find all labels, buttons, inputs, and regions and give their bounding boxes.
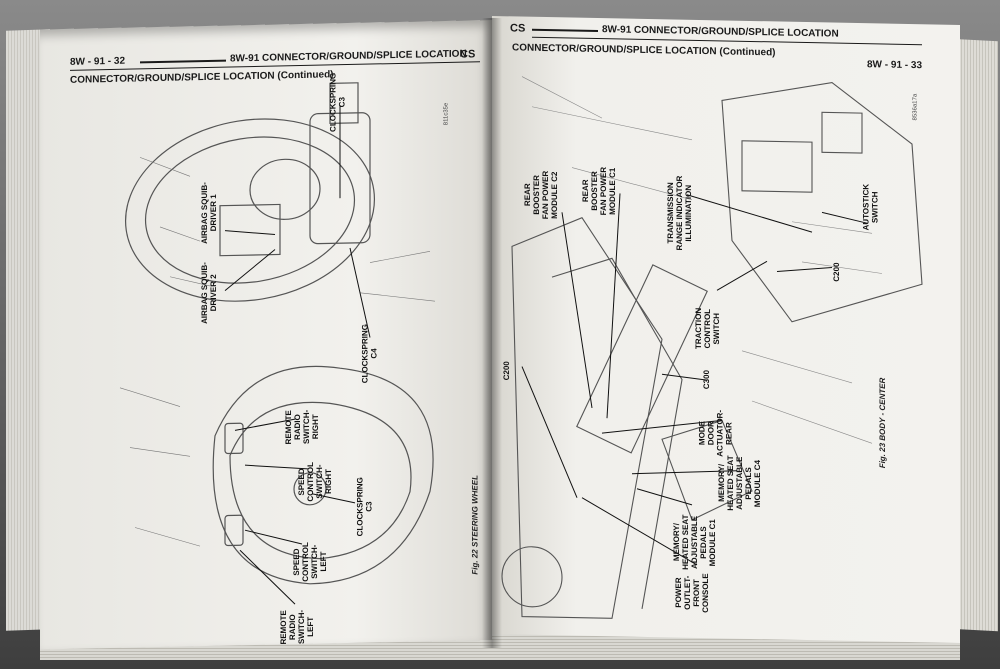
- right-page: CS 8W-91 CONNECTOR/GROUND/SPLICE LOCATIO…: [492, 16, 960, 643]
- left-figure-caption: Fig. 22 STEERING WHEEL: [470, 474, 480, 575]
- left-figure-tag: 811c35e: [443, 102, 450, 126]
- callout-airbag-squib-driver-1: AIRBAG SQUIB-DRIVER 1: [199, 182, 218, 245]
- callout-c200: C200: [832, 262, 842, 282]
- right-figure-caption: Fig. 23 BODY - CENTER: [877, 377, 887, 469]
- body-center-drawing: [501, 76, 923, 619]
- callout-airbag-squib-driver-2: AIRBAG SQUIB-DRIVER 2: [199, 262, 218, 325]
- left-page: 8W - 91 - 32 8W-91 CONNECTOR/GROUND/SPLI…: [40, 20, 492, 650]
- right-figure-tag: 8536a17a: [912, 93, 919, 121]
- steering-wheel-drawing: [119, 82, 436, 605]
- callout-c300: C300: [702, 369, 712, 390]
- book-gutter: [482, 18, 502, 648]
- callout-c200-lower: C200: [502, 361, 512, 381]
